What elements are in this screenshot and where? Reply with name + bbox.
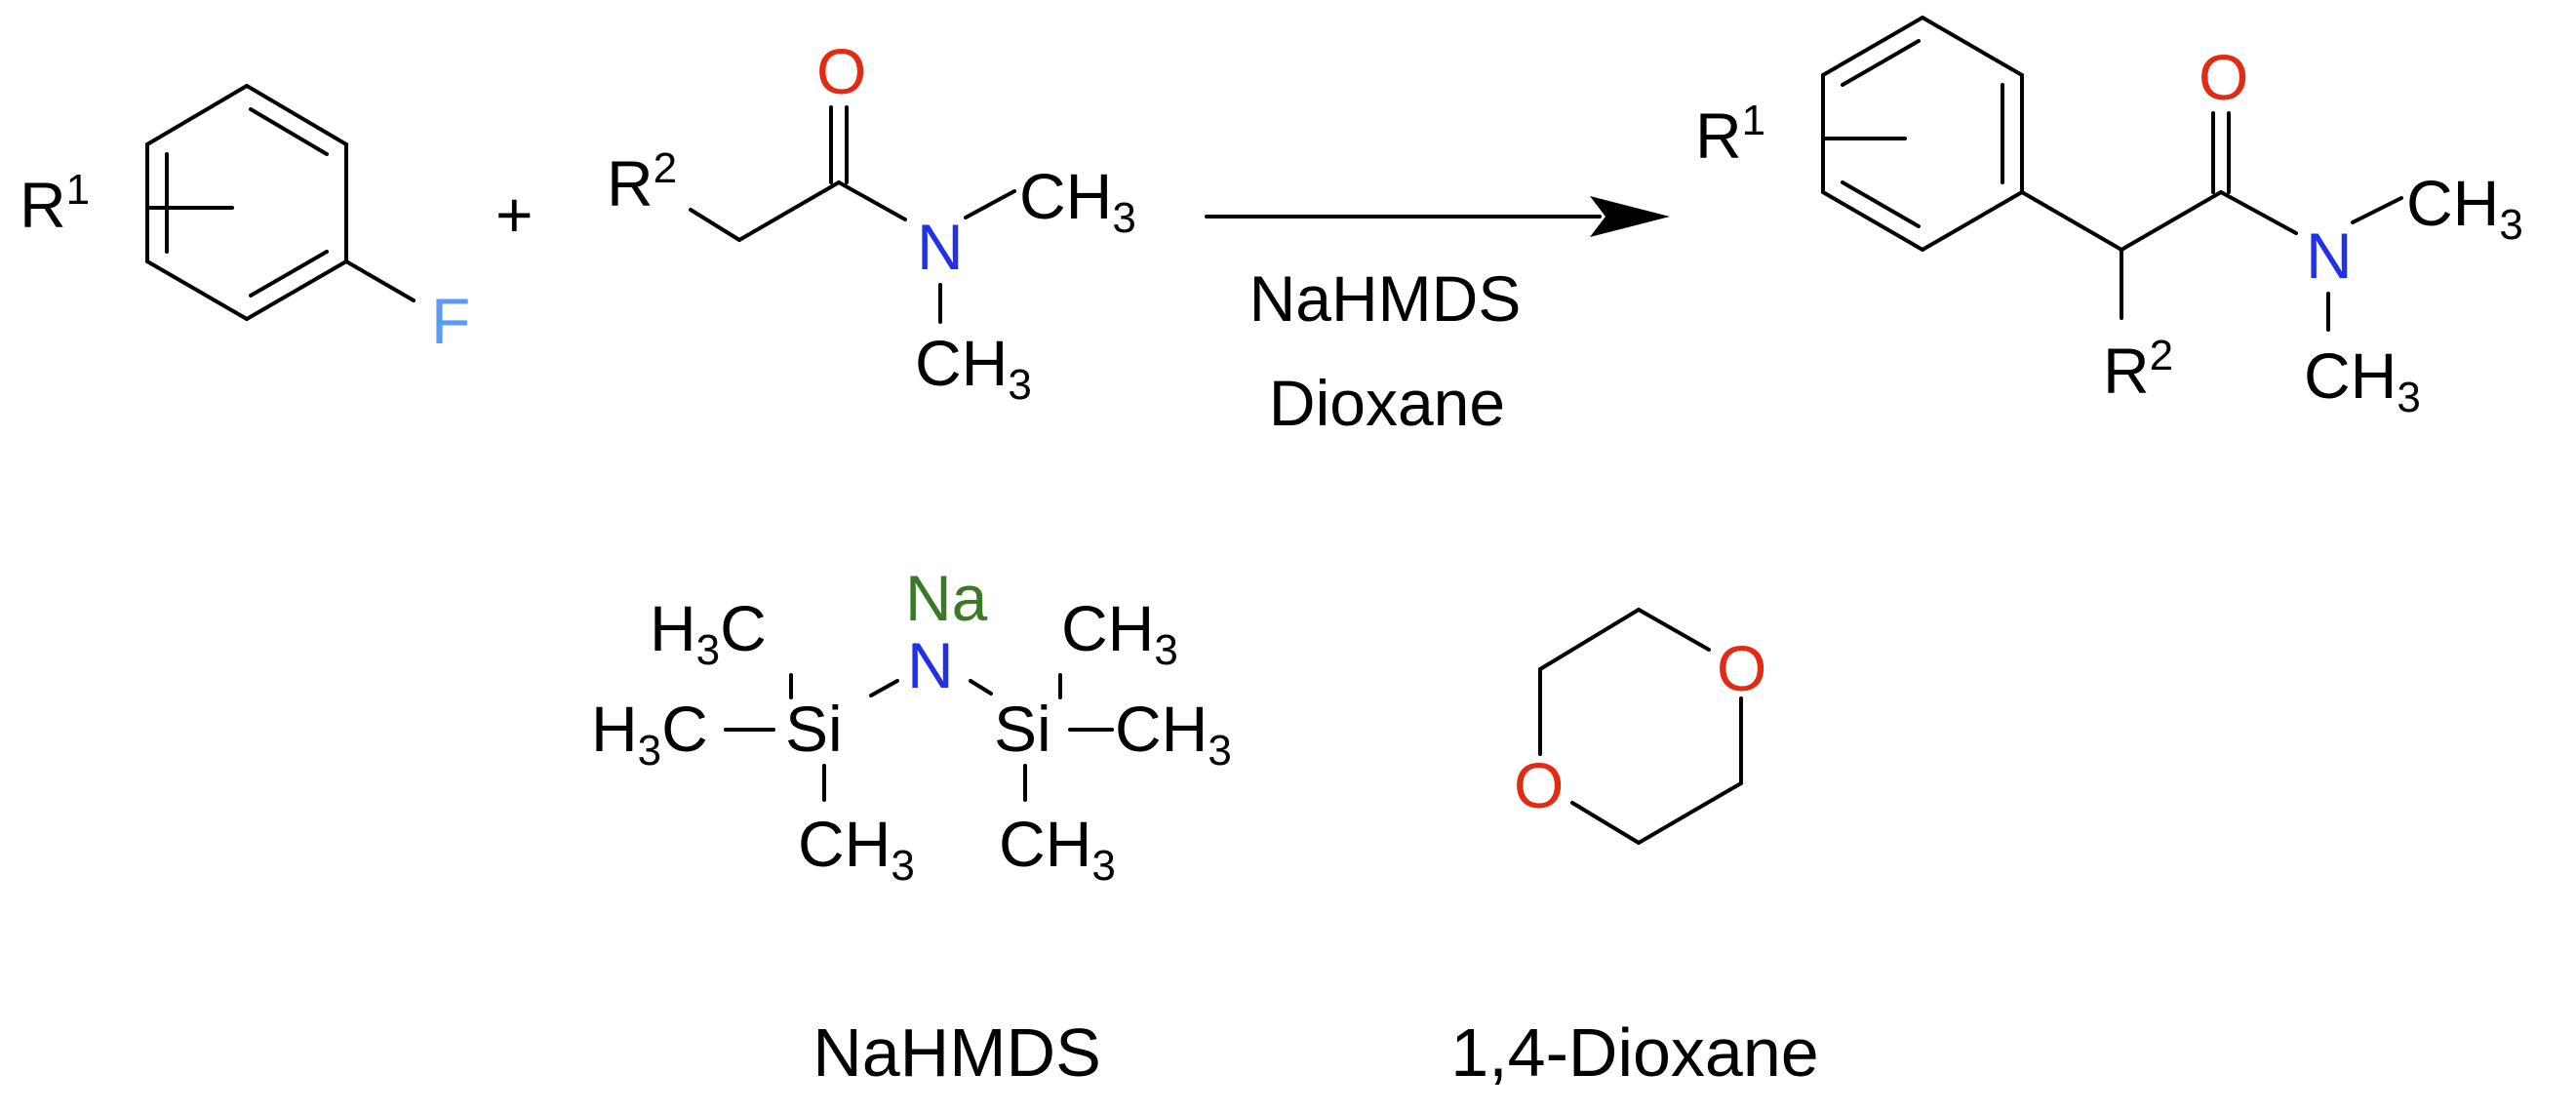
amide-structure: R2 O N CH3 CH3 [607, 35, 1136, 409]
right-top-methyl-label: CH3 [1061, 592, 1178, 674]
amide-oxygen-label: O [816, 35, 866, 107]
dioxane-caption: 1,4-Dioxane [1450, 1014, 1818, 1091]
right-silicon-label: Si [994, 693, 1051, 765]
product-ring [1821, 16, 2024, 252]
sodium-label: Na [905, 562, 988, 634]
right-bottom-methyl-label: CH3 [999, 808, 1116, 890]
right-side-methyl-label: CH3 [1115, 693, 1232, 775]
dioxane-oxygen-label-2: O [1514, 749, 1564, 821]
left-silicon-label: Si [785, 693, 843, 765]
dioxane-structure: O O [1514, 608, 1766, 845]
fluorine-label: F [431, 285, 470, 357]
product-nitrogen-label: N [2306, 219, 2353, 292]
product-r1-label: R1 [1695, 97, 1765, 172]
nahmds-caption: NaHMDS [812, 1014, 1101, 1091]
product-methyl-label-1: CH3 [2406, 167, 2523, 249]
reaction-arrow [1205, 196, 1670, 237]
plus-sign: + [495, 179, 534, 251]
left-side-methyl-label: H3C [591, 693, 708, 775]
c-f-bond [344, 259, 416, 302]
solvent-label: Dioxane [1269, 367, 1505, 439]
amide-methyl-label-2: CH3 [915, 327, 1032, 409]
left-bottom-methyl-label: CH3 [798, 808, 915, 890]
product-methyl-label-2: CH3 [2304, 339, 2421, 421]
nahmds-structure: Na N Si Si H3C H3C CH3 CH3 CH3 CH3 [591, 562, 1232, 890]
left-top-methyl-label: H3C [650, 592, 767, 674]
dioxane-oxygen-label-1: O [1717, 632, 1766, 704]
reagent-label: NaHMDS [1249, 262, 1522, 335]
r1-label: R1 [20, 166, 90, 241]
aryl-fluoride-structure: R1 F [20, 84, 470, 357]
amide-nitrogen-label: N [917, 211, 964, 283]
nahmds-nitrogen-label: N [907, 629, 954, 701]
product-oxygen-label: O [2199, 41, 2248, 113]
aryl-fluoride-ring [145, 84, 348, 321]
amide-methyl-label-1: CH3 [1019, 160, 1136, 242]
r2-label: R2 [607, 144, 677, 219]
product-r2-label: R2 [2103, 332, 2173, 407]
product-structure: R1 R2 O N CH3 CH3 [1695, 16, 2523, 421]
